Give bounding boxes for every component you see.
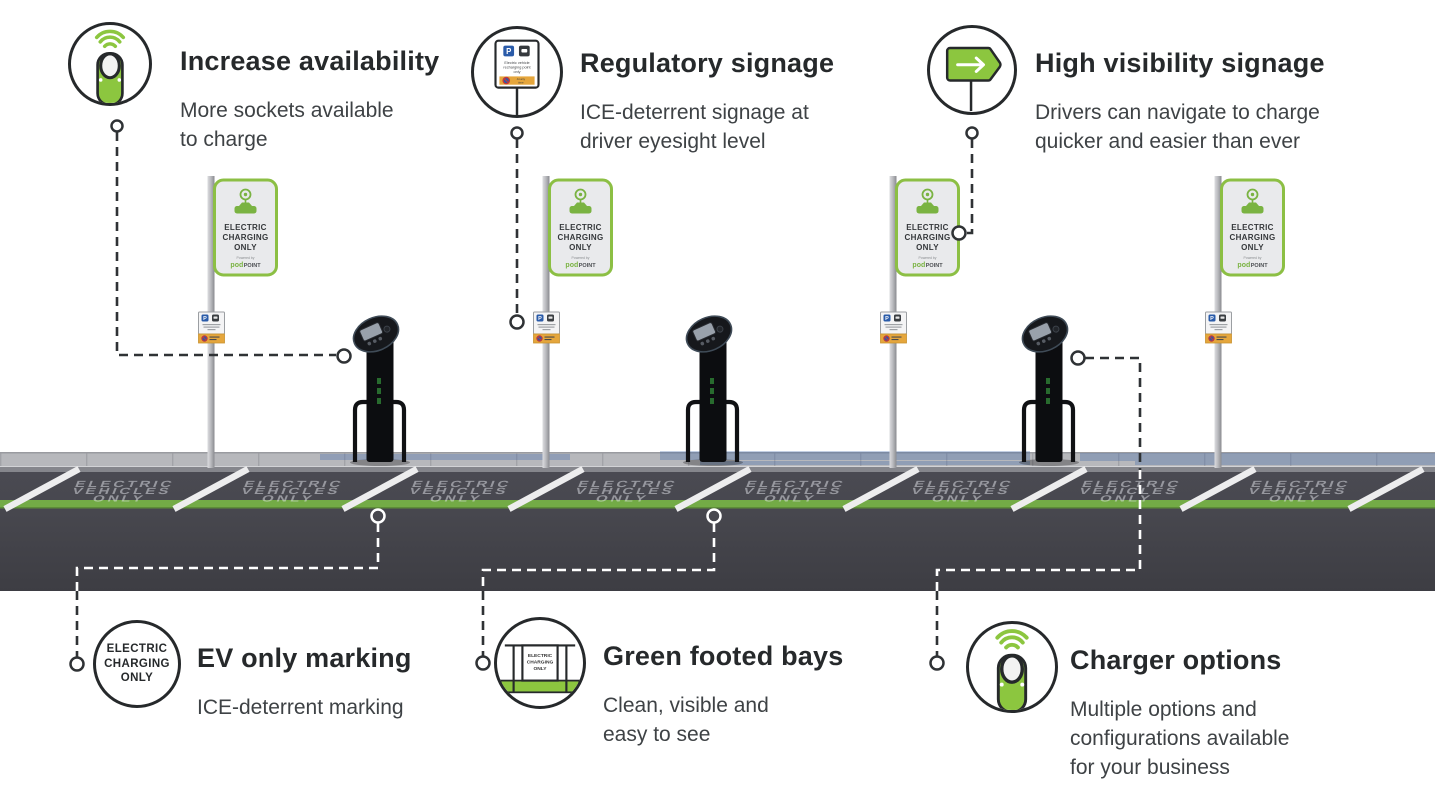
callout-body: Multiple options and configurations avai… <box>1070 698 1290 779</box>
callout-connectors <box>69 119 1142 672</box>
road <box>0 472 1435 591</box>
regulatory-sign-2 <box>532 311 561 344</box>
svg-text:only: only <box>514 70 521 74</box>
direction-sign-icon <box>945 46 1002 112</box>
charger-icon <box>995 629 1029 710</box>
ev-charging-sign-3 <box>895 178 960 277</box>
callout-charger-options: Charger options Multiple options and con… <box>1070 645 1289 783</box>
connector-green-bays-road <box>481 523 716 591</box>
regulatory-signage-badge: P Electric vehicle recharging point only… <box>471 26 563 118</box>
svg-text:ONLY: ONLY <box>533 666 547 672</box>
sign-pole-3 <box>879 176 960 468</box>
callout-increase-availability: Increase availability More sockets avail… <box>180 46 439 155</box>
increase-availability-badge <box>68 22 152 106</box>
green-bay-icon: ELECTRIC CHARGING ONLY <box>500 644 580 694</box>
callout-body: Drivers can navigate to charge quicker a… <box>1035 101 1320 153</box>
svg-text:recharging point: recharging point <box>503 66 531 70</box>
green-footed-bays-badge: ELECTRIC CHARGING ONLY <box>494 617 586 709</box>
charger-options-badge <box>966 621 1058 713</box>
regulatory-sign-icon: P Electric vehicle recharging point only… <box>494 39 540 115</box>
green-bay-foot-strip <box>0 500 1435 509</box>
regulatory-sign-3 <box>879 311 908 344</box>
svg-text:At any: At any <box>517 77 526 81</box>
callout-body: Clean, visible and easy to see <box>603 694 769 746</box>
ev-only-marking-badge: ELECTRIC CHARGING ONLY <box>93 620 181 708</box>
charger-icon <box>94 29 126 103</box>
connector-charger-options-road <box>935 470 1142 591</box>
sign-pole-1 <box>197 176 278 468</box>
svg-text:time: time <box>518 81 524 85</box>
callout-body: More sockets available to charge <box>180 99 394 151</box>
charging-post-3 <box>1017 309 1079 466</box>
connector-ev-marking-road <box>75 523 380 591</box>
callout-body: ICE-deterrent signage at driver eyesight… <box>580 101 809 153</box>
regulatory-sign-4 <box>1204 311 1233 344</box>
callout-title: Charger options <box>1070 645 1282 675</box>
svg-text:ELECTRIC: ELECTRIC <box>528 653 553 659</box>
sign-pole-4 <box>1204 176 1285 468</box>
callout-title: Increase availability <box>180 46 440 76</box>
high-visibility-badge <box>927 25 1017 115</box>
callout-title: High visibility signage <box>1035 48 1325 78</box>
sign-pole-2 <box>532 176 613 468</box>
callout-title: EV only marking <box>197 643 412 673</box>
svg-text:Electric vehicle: Electric vehicle <box>504 61 529 65</box>
charging-post-2 <box>681 309 743 466</box>
connector-increase-availability <box>115 132 336 357</box>
callout-ev-only-marking: EV only marking ICE-deterrent marking <box>197 643 412 723</box>
curb <box>0 467 1435 472</box>
charging-post-1 <box>348 309 410 466</box>
ev-only-marking-icon: ELECTRIC CHARGING ONLY <box>104 642 170 685</box>
connector-charger-options-upper <box>1085 356 1142 470</box>
ev-charging-sign-4 <box>1220 178 1285 277</box>
callout-title: Regulatory signage <box>580 48 835 78</box>
callout-title: Green footed bays <box>603 641 844 671</box>
svg-text:CHARGING: CHARGING <box>527 659 554 665</box>
regulatory-sign-1 <box>197 311 226 344</box>
callout-green-footed-bays: Green footed bays Clean, visible and eas… <box>603 641 843 750</box>
callout-regulatory-signage: Regulatory signage ICE-deterrent signage… <box>580 48 834 157</box>
connector-high-visibility <box>966 139 974 235</box>
callout-body: ICE-deterrent marking <box>197 696 404 719</box>
svg-text:P: P <box>506 47 511 56</box>
blue-reflection-streaks <box>320 451 1435 465</box>
ev-charging-sign-2 <box>548 178 613 277</box>
callout-high-visibility: High visibility signage Drivers can navi… <box>1035 48 1325 157</box>
ev-charging-sign-1 <box>213 178 278 277</box>
